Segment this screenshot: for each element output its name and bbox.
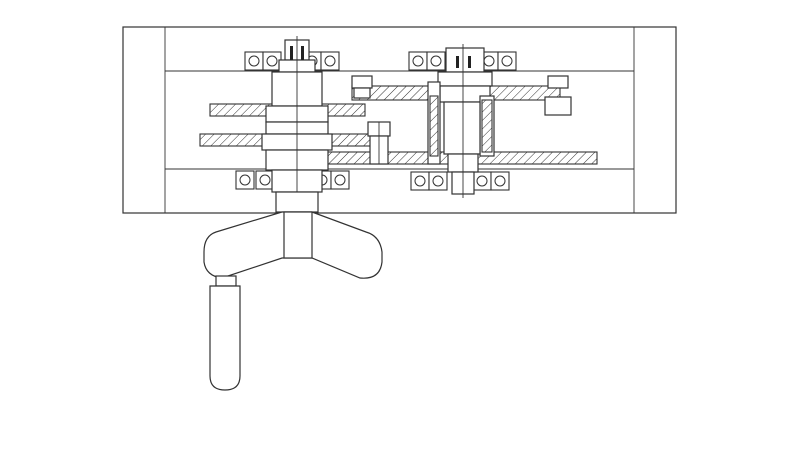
handle-arm xyxy=(215,275,237,287)
housing-frame xyxy=(122,26,677,214)
right-shaft xyxy=(427,44,495,198)
left-shaft xyxy=(261,36,333,213)
handle-grip xyxy=(209,285,241,391)
hub-wheel xyxy=(203,211,383,279)
